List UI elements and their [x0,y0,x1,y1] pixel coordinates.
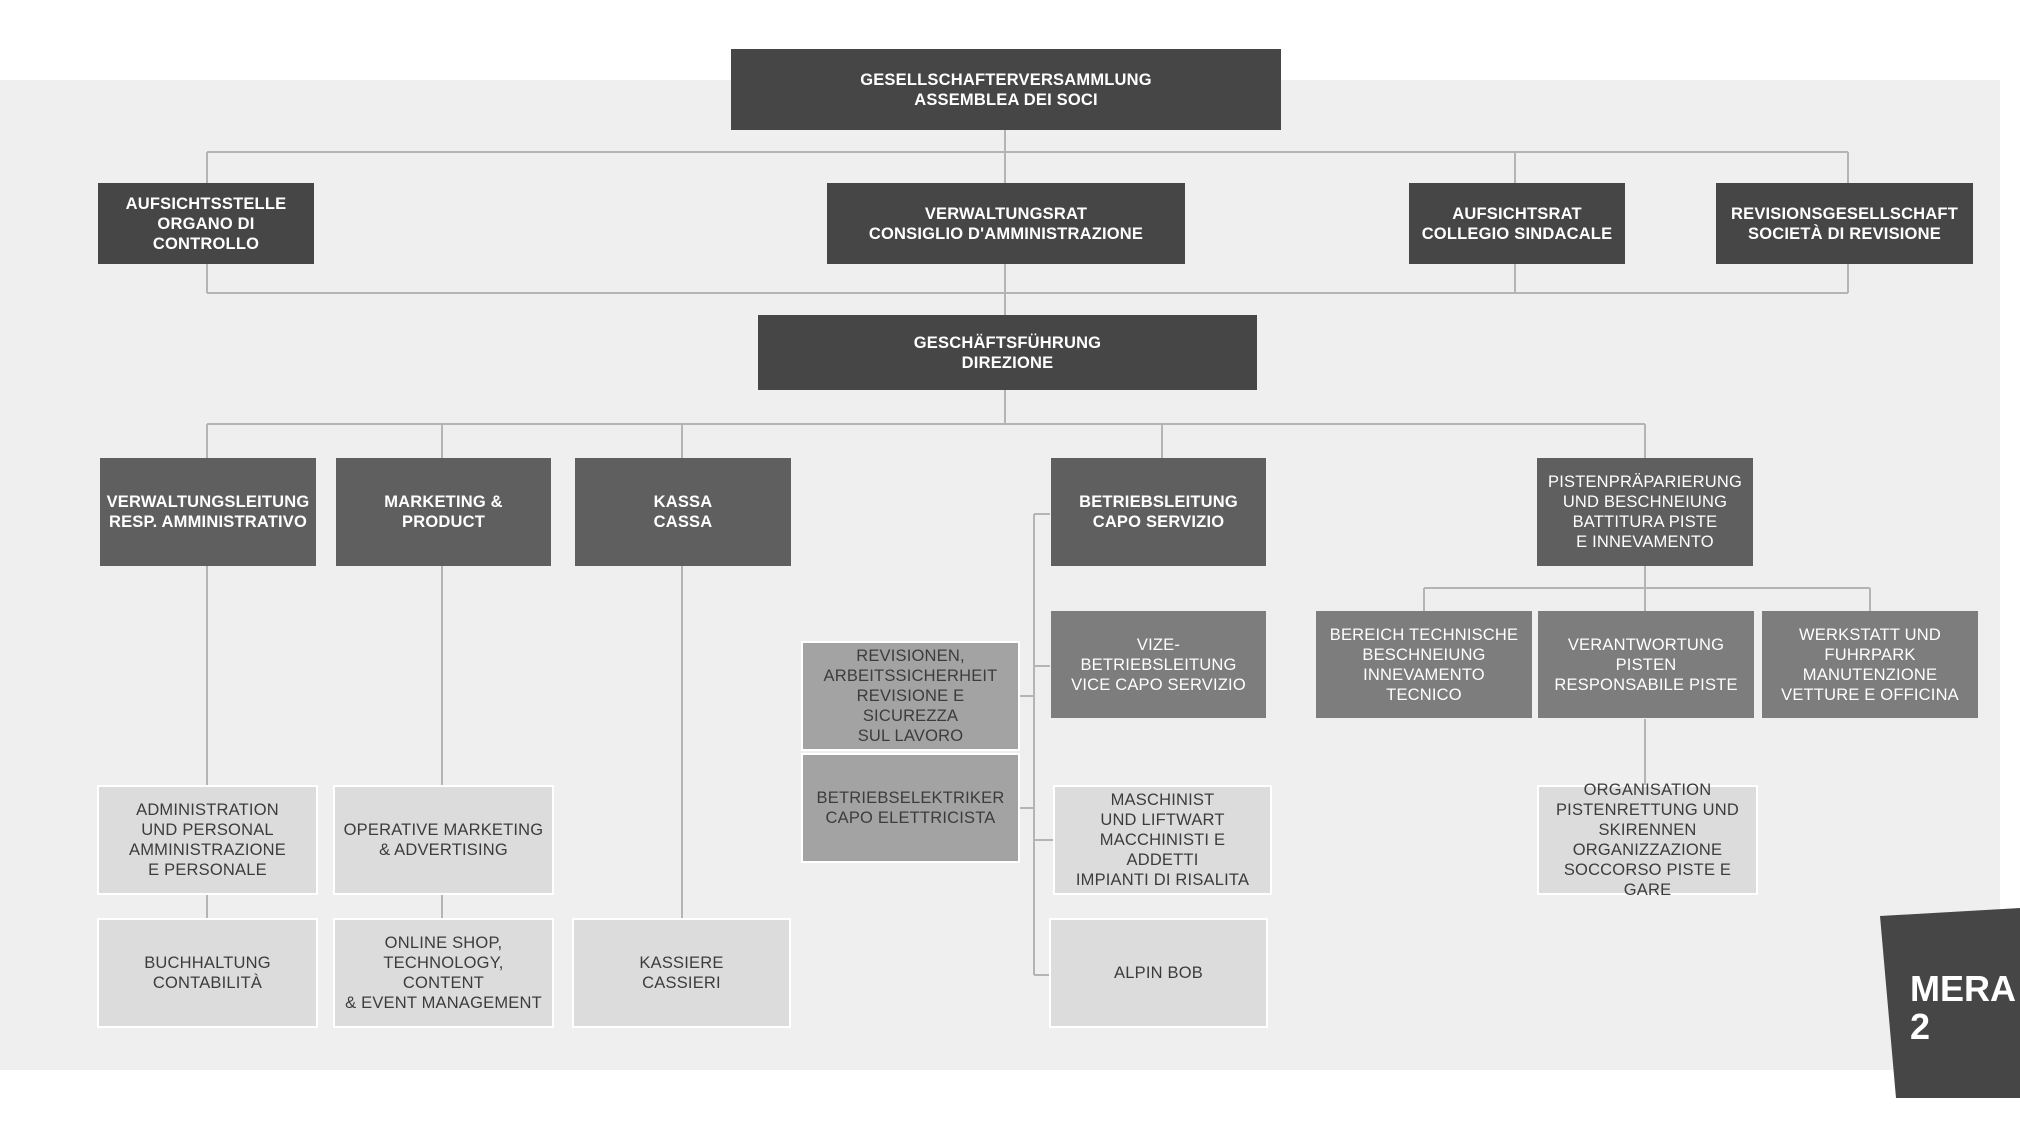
logo-badge [1880,908,2020,1098]
slope-manager-box: VERANTWORTUNG PISTEN RESPONSABILE PISTE [1538,611,1754,718]
cashiers-box: KASSIERE CASSIERI [572,918,791,1028]
shareholders-meeting-box: GESELLSCHAFTERVERSAMMLUNG ASSEMBLEA DEI … [731,49,1281,130]
alpin-bob-box: ALPIN BOB [1049,918,1268,1028]
audit-board-box: AUFSICHTSRAT COLLEGIO SINDACALE [1409,183,1625,264]
marketing-box: MARKETING & PRODUCT [336,458,551,566]
electrician-box: BETRIEBSELEKTRIKER CAPO ELETTRICISTA [801,753,1020,863]
operative-marketing-box: OPERATIVE MARKETING & ADVERTISING [333,785,554,895]
management-box: GESCHÄFTSFÜHRUNG DIREZIONE [758,315,1257,390]
online-shop-box: ONLINE SHOP, TECHNOLOGY, CONTENT & EVENT… [333,918,554,1028]
admin-personnel-box: ADMINISTRATION UND PERSONAL AMMINISTRAZI… [97,785,318,895]
slopes-box: PISTENPRÄPARIERUNG UND BESCHNEIUNG BATTI… [1537,458,1753,566]
revisions-safety-box: REVISIONEN, ARBEITSSICHERHEIT REVISIONE … [801,641,1020,751]
board-of-directors-box: VERWALTUNGSRAT CONSIGLIO D'AMMINISTRAZIO… [827,183,1185,264]
cash-box: KASSA CASSA [575,458,791,566]
supervisory-body-box: AUFSICHTSSTELLE ORGANO DI CONTROLLO [98,183,314,264]
workshop-box: WERKSTATT UND FUHRPARK MANUTENZIONE VETT… [1762,611,1978,718]
logo-text: MERA 2 [1910,968,2016,1047]
operations-box: BETRIEBSLEITUNG CAPO SERVIZIO [1051,458,1266,566]
vice-operations-box: VIZE-BETRIEBSLEITUNG VICE CAPO SERVIZIO [1051,611,1266,718]
administration-box: VERWALTUNGSLEITUNG RESP. AMMINISTRATIVO [100,458,316,566]
snowmaking-box: BEREICH TECHNISCHE BESCHNEIUNG INNEVAMEN… [1316,611,1532,718]
machinist-box: MASCHINIST UND LIFTWART MACCHINISTI E AD… [1053,785,1272,895]
audit-firm-box: REVISIONSGESELLSCHAFT SOCIETÀ DI REVISIO… [1716,183,1973,264]
slope-rescue-box: ORGANISATION PISTENRETTUNG UND SKIRENNEN… [1537,781,1758,899]
accounting-box: BUCHHALTUNG CONTABILITÀ [97,918,318,1028]
